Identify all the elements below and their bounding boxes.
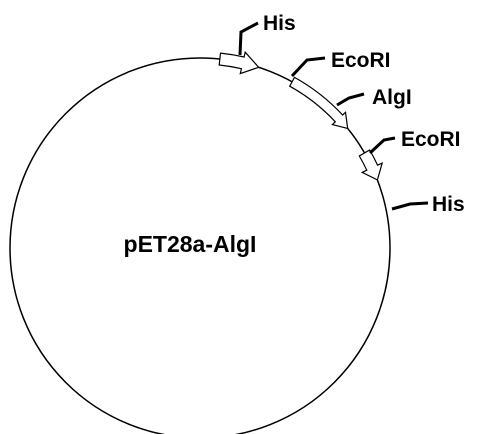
algi-label: AlgI (372, 86, 412, 109)
algi-leader (336, 92, 365, 107)
his-bottom-arrow (358, 149, 384, 181)
his-bottom-leader (391, 201, 429, 211)
ecori-1-label: EcoRI (331, 49, 391, 72)
his-top-leader (238, 21, 259, 56)
algi-insert (288, 76, 349, 130)
his-top-arrow (218, 50, 260, 75)
his-top-label: His (263, 12, 296, 35)
ecori-2-leader (368, 136, 396, 155)
plasmid-features (218, 50, 384, 181)
his-bottom-label: His (432, 193, 465, 216)
plasmid-backbone (9, 57, 391, 434)
ecori-2-label: EcoRI (401, 128, 461, 151)
plasmid-name: pET28a-AlgI (124, 231, 257, 257)
ecori-1-leader (290, 56, 326, 78)
